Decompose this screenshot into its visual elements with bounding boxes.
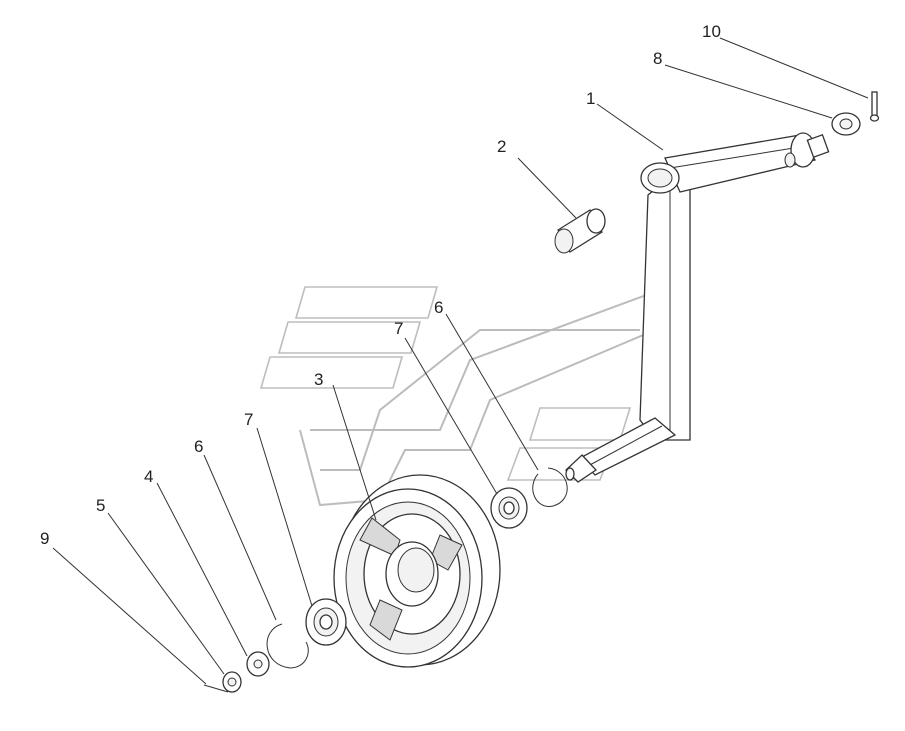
cotter-pin-part-9 xyxy=(203,684,229,693)
circlip-right-part-6 xyxy=(532,467,568,507)
washer-part-4 xyxy=(246,651,270,677)
label-6-left: 6 xyxy=(194,437,203,456)
bearing-right-part-7 xyxy=(490,487,528,529)
castle-nut-part-5 xyxy=(222,671,242,693)
callout-labels: 1 2 3 4 5 6 6 7 7 8 9 10 xyxy=(40,22,721,548)
bushing-part-2 xyxy=(554,208,606,254)
label-8: 8 xyxy=(653,49,662,68)
label-7-right: 7 xyxy=(394,319,403,338)
bearing-left-part-7 xyxy=(305,598,347,646)
circlip-left-part-6 xyxy=(266,623,309,669)
label-5: 5 xyxy=(96,496,105,515)
pulley-wheel-part-3 xyxy=(333,474,501,668)
label-10: 10 xyxy=(702,22,721,41)
frame-arm-part-1 xyxy=(565,132,830,483)
label-4: 4 xyxy=(144,467,153,486)
label-9: 9 xyxy=(40,529,49,548)
washer-part-8 xyxy=(831,112,861,136)
label-2: 2 xyxy=(497,137,506,156)
label-3: 3 xyxy=(314,370,323,389)
label-1: 1 xyxy=(586,89,595,108)
pin-part-10 xyxy=(869,91,880,122)
label-6-right: 6 xyxy=(434,298,443,317)
leader-lines xyxy=(52,37,869,685)
label-7-left: 7 xyxy=(244,410,253,429)
